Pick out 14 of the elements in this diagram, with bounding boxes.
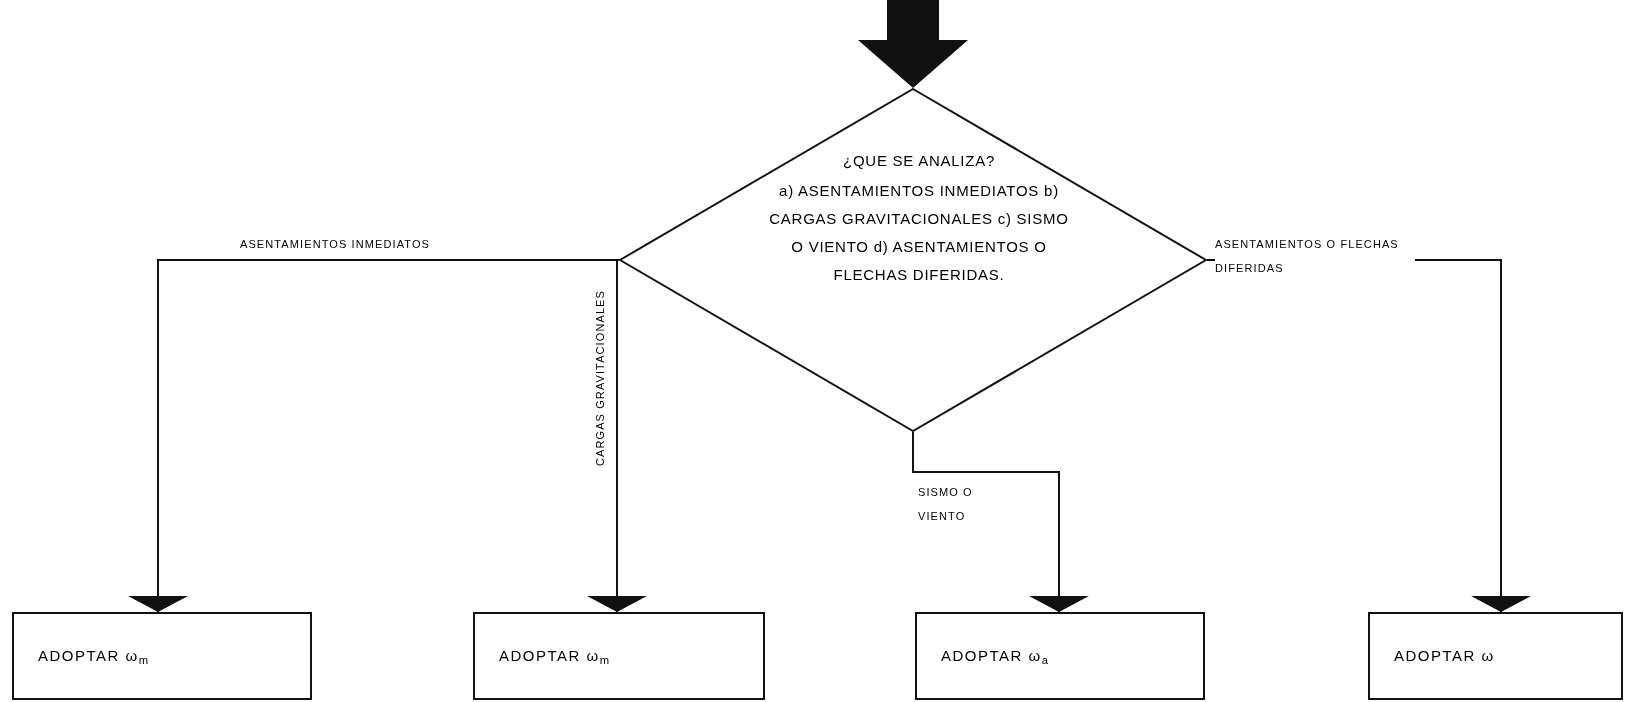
process-box: [12, 612, 312, 700]
arrow: [128, 259, 620, 613]
box-label: ADOPTAR ω$_{m}$: [38, 645, 150, 668]
question-heading: ¿QUE SE ANALIZA?: [842, 151, 995, 171]
options-text: a) ASENTAMIENTOS INMEDIATOS b) CARGAS GRAVITACIONALES c) SISMO O VIENTO d) ASENTAMIENTOS O FLECHAS DIFERIDAS.: [769, 180, 1069, 285]
arrow: [912, 431, 1089, 613]
box-label: ADOPTAR ω: [1394, 645, 1495, 666]
arrow: [587, 259, 647, 613]
box-label: ADOPTAR ω$_{a}$: [941, 645, 1050, 668]
process-box: [915, 612, 1205, 700]
process-box: [473, 612, 765, 700]
process-box: [1368, 612, 1623, 700]
box-label: ADOPTAR ω$_{m}$: [499, 645, 611, 668]
arrow: [858, 0, 968, 88]
